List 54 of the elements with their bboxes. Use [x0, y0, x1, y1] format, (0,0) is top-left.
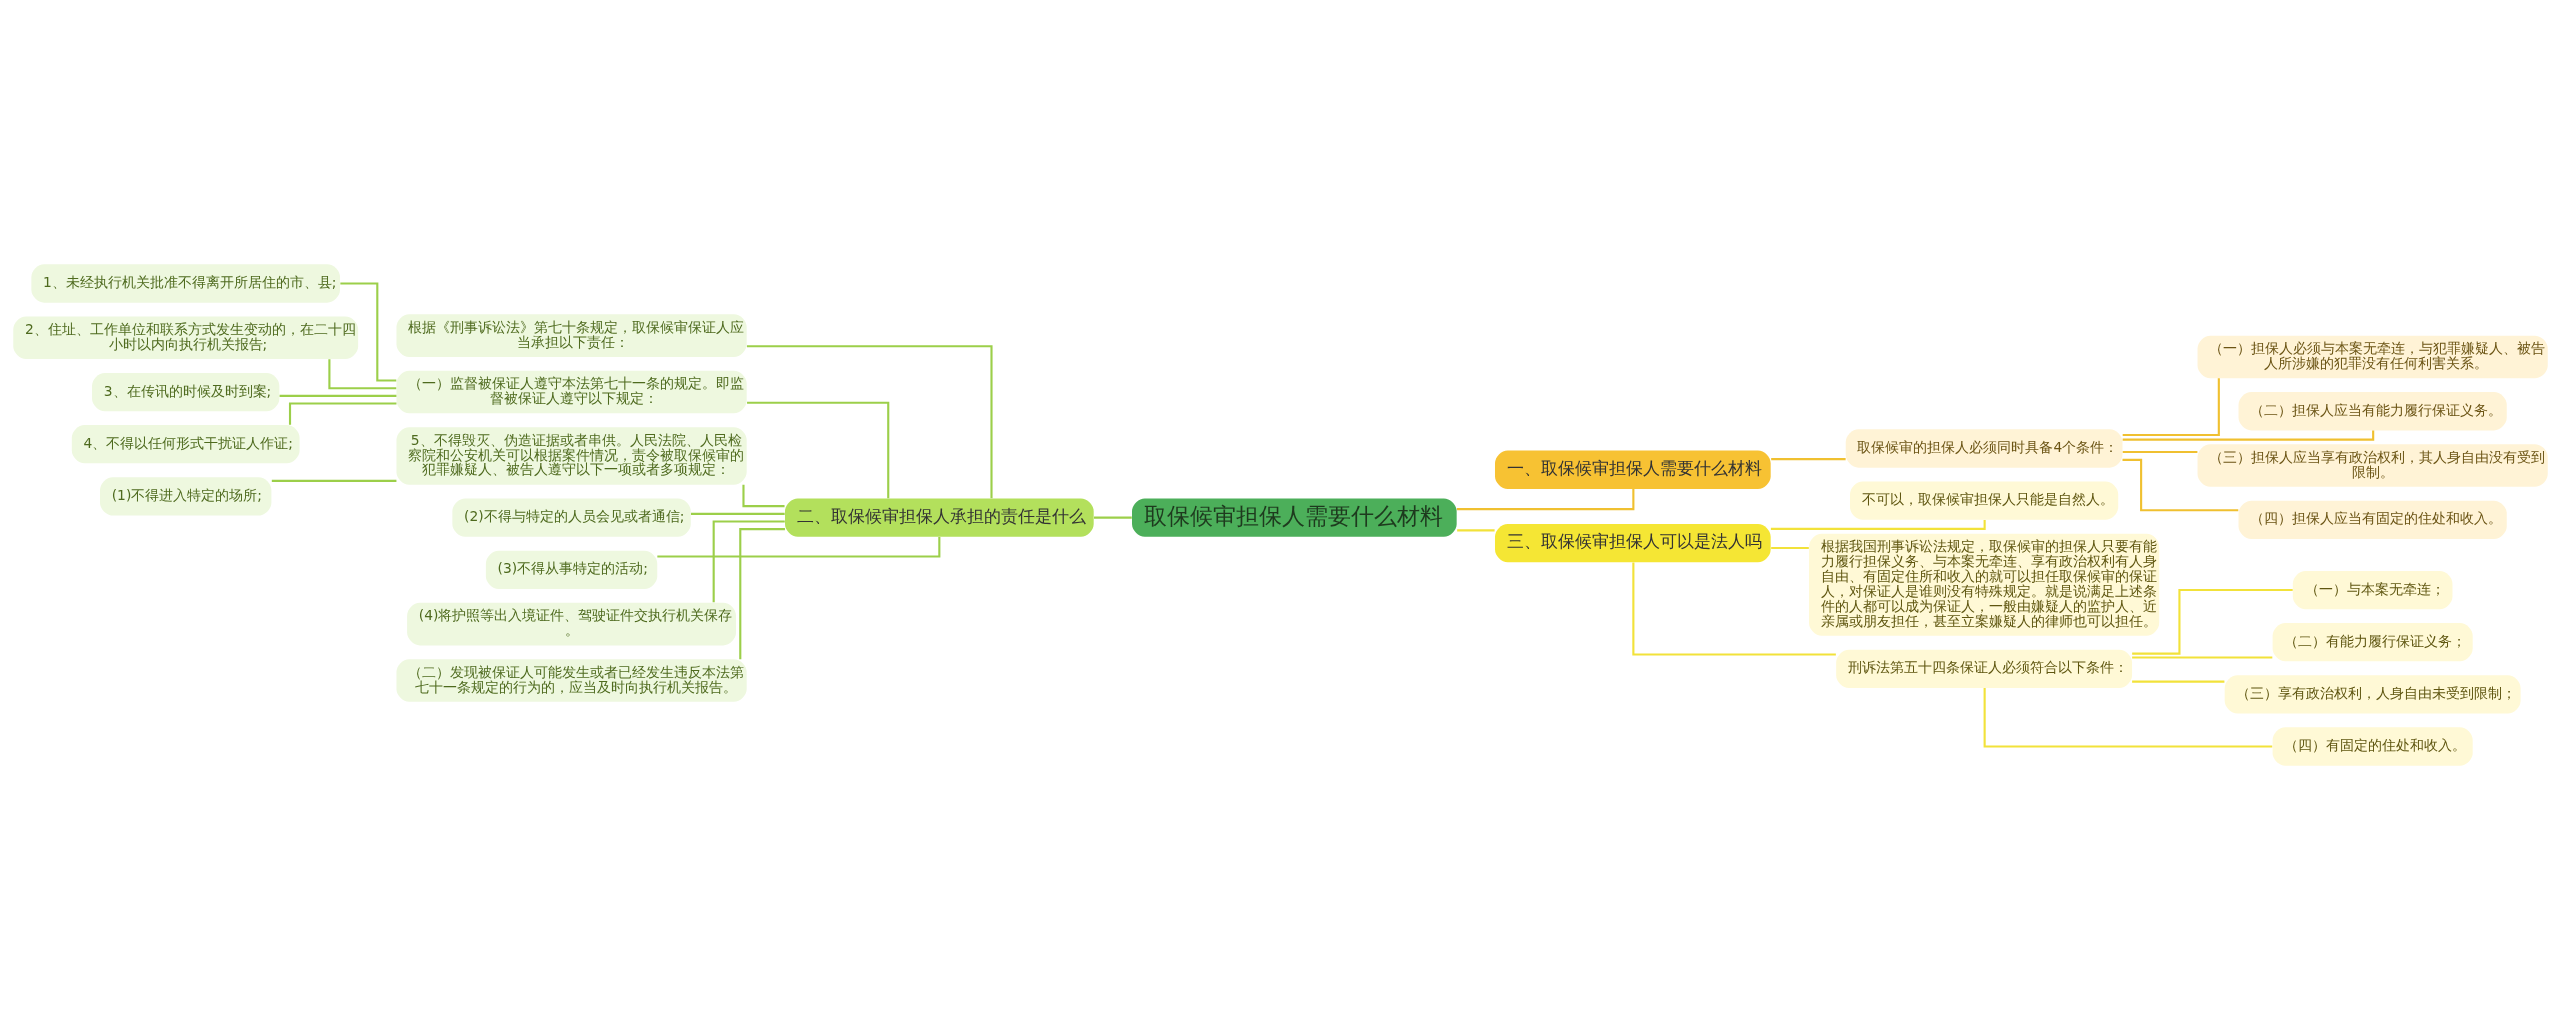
node-box: （四）有固定的住处和收入。 — [2272, 727, 2473, 766]
node-box: （一）担保人必须与本案无牵连，与犯罪嫌疑人、被告人所涉嫌的犯罪没有任何利害关系。 — [2197, 335, 2548, 379]
node-box: (2)不得与特定的人员会见或者通信; — [451, 498, 691, 537]
connector — [279, 394, 396, 397]
connector — [1631, 562, 1836, 656]
connector — [288, 402, 396, 425]
connector — [738, 528, 785, 660]
connector — [1456, 489, 1634, 511]
connector — [1093, 516, 1132, 519]
node-box: (4)将护照等出入境证件、驾驶证件交执行机关保存。 — [406, 602, 736, 646]
connector — [656, 537, 940, 558]
node-box: 三、取保候审担保人可以是法人吗 — [1494, 524, 1771, 563]
connector — [741, 484, 785, 508]
node-box: 根据《刑事诉讼法》第七十条规定，取保候审保证人应当承担以下责任： — [395, 314, 747, 357]
connector — [2131, 656, 2272, 659]
connector — [1770, 546, 1809, 550]
connector — [1770, 519, 1986, 530]
node-box: 根据我国刑事诉讼法规定，取保候审的担保人只要有能力履行担保义务、与本案无牵连、享有政治权利有人身自由、有固定住所和收入的就可以担任取保候审的保证人，对保证人是谁则没有特殊规定。就是说满足上述条件的人都可以成为保证人，一般由嫌疑人的监护人、近亲属或朋友担任，甚至立案嫌疑人的律师也可以担任。 — [1808, 533, 2159, 636]
connector — [1983, 688, 2272, 748]
node-box: 不可以，取保候审担保人只能是自然人。 — [1849, 481, 2118, 520]
node-box: 5、不得毁灭、伪造证据或者串供。人民法院、人民检察院和公安机关可以根据案件情况，责令被取保候审的犯罪嫌疑人、被告人遵守以下一项或者多项规定： — [395, 427, 747, 485]
node-box: 1、未经执行机关批准不得离开所居住的市、县; — [30, 264, 340, 303]
node-box: （二）发现被保证人可能发生或者已经发生违反本法第七十一条规定的行为的，应当及时向执行机关报告。 — [395, 659, 747, 702]
node-box: （三）享有政治权利，人身自由未受到限制； — [2224, 675, 2521, 714]
node-box: （二）有能力履行保证义务； — [2272, 623, 2473, 662]
connector — [339, 282, 396, 382]
node-box: 3、在传讯的时候及时到案; — [91, 372, 279, 412]
connector — [690, 512, 785, 515]
node-box: （四）担保人应当有固定的住处和收入。 — [2238, 500, 2507, 539]
node-box: 取保候审担保人需要什么材料 — [1131, 498, 1457, 537]
node-box: （三）担保人应当享有政治权利，其人身自由没有受到限制。 — [2197, 444, 2548, 487]
node-box: 刑诉法第五十四条保证人必须符合以下条件： — [1835, 649, 2132, 688]
node-box: 4、不得以任何形式干扰证人作证; — [71, 425, 300, 464]
node-box: 取保候审的担保人必须同时具备4个条件： — [1845, 429, 2122, 468]
connector — [1770, 458, 1846, 461]
node-box: （二）担保人应当有能力履行保证义务。 — [2238, 392, 2507, 431]
connector — [712, 520, 785, 603]
connector — [746, 345, 993, 499]
connector — [271, 479, 396, 482]
connector — [2131, 588, 2293, 655]
node-box: 2、住址、工作单位和联系方式发生变动的，在二十四小时以内向执行机关报告; — [12, 316, 358, 360]
connector — [1456, 529, 1495, 532]
connector — [2122, 458, 2238, 512]
node-box: (1)不得进入特定的场所; — [99, 477, 271, 516]
connector — [327, 359, 396, 390]
node-box: (3)不得从事特定的活动; — [485, 550, 657, 589]
connector — [2122, 450, 2197, 454]
node-box: （一）与本案无牵连； — [2292, 570, 2452, 610]
connector — [2131, 680, 2224, 683]
node-box: （一）监督被保证人遵守本法第七十一条的规定。即监督被保证人遵守以下规定： — [395, 370, 747, 414]
node-box: 一、取保候审担保人需要什么材料 — [1494, 450, 1771, 489]
node-box: 二、取保候审担保人承担的责任是什么 — [784, 498, 1094, 537]
connector — [746, 401, 889, 499]
connector — [2122, 378, 2220, 437]
